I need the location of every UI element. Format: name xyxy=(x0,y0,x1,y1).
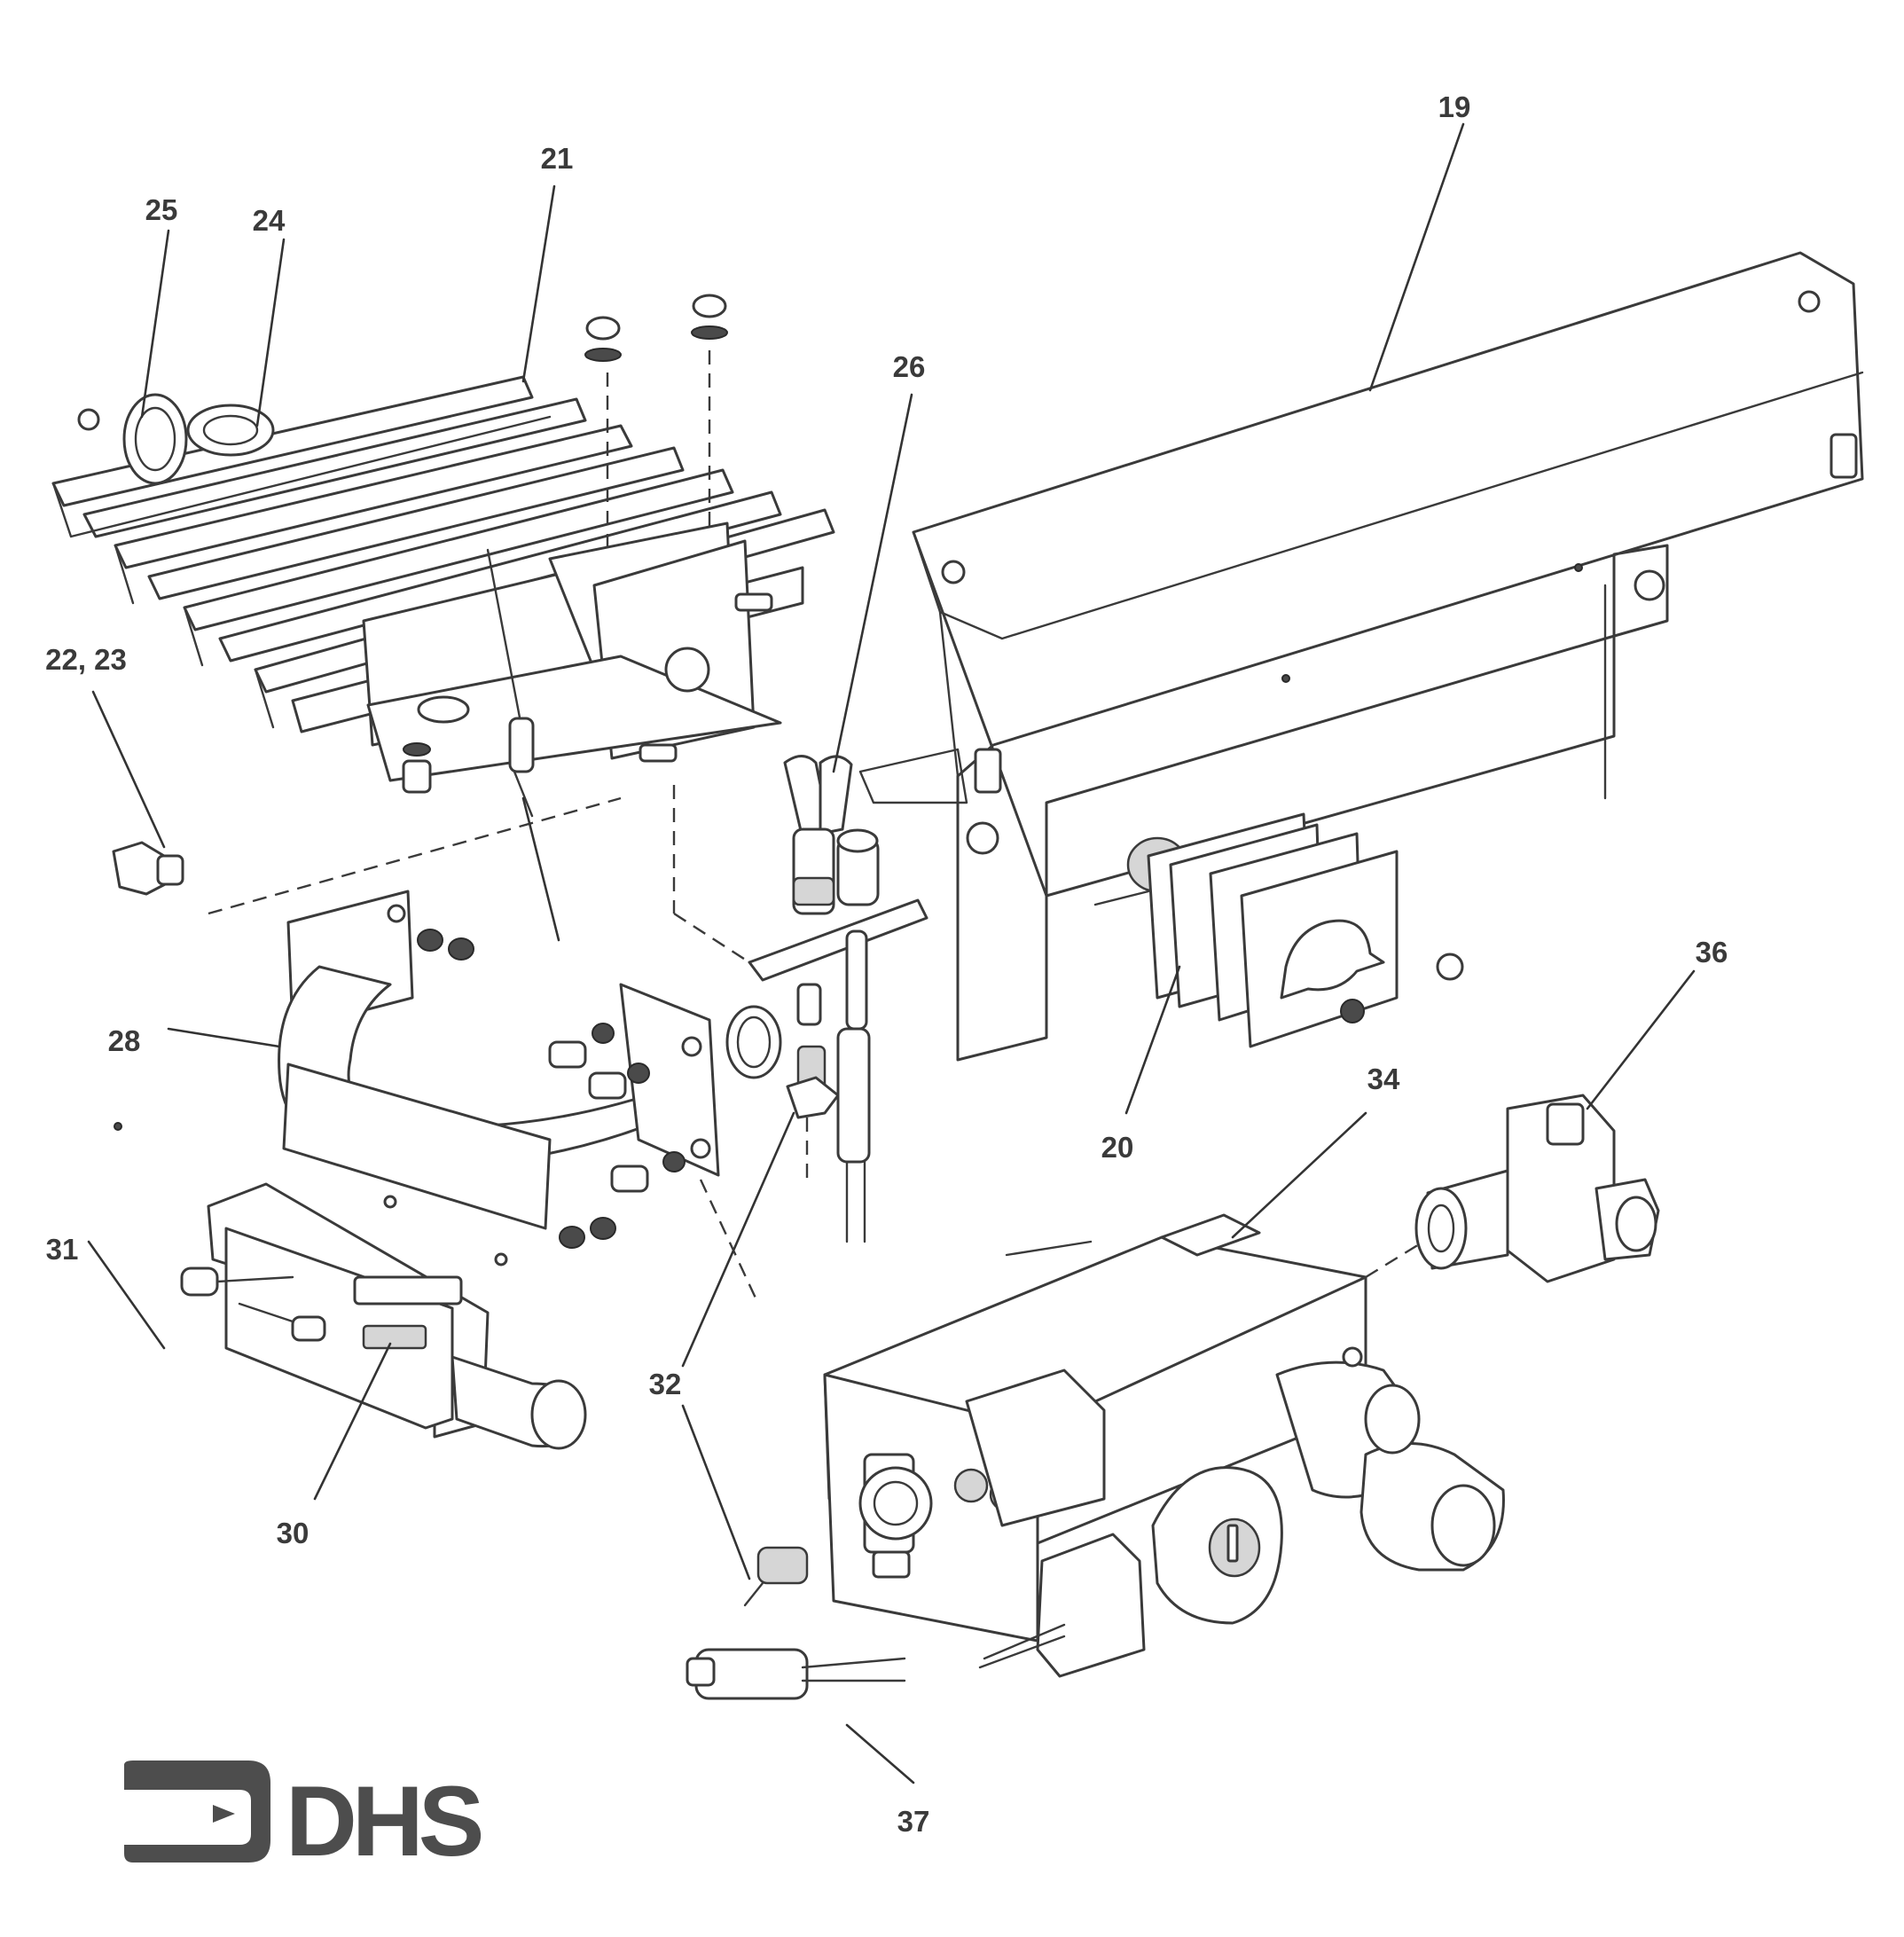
logo-arrow-mark xyxy=(124,1761,270,1862)
burner-fasteners xyxy=(77,294,728,794)
callout-30: 30 xyxy=(277,1517,309,1549)
part-22-23-injector xyxy=(112,796,622,915)
callout-19: 19 xyxy=(1438,90,1471,123)
thermocouple-leads xyxy=(786,929,871,1243)
logo-arrow-tip xyxy=(213,1805,235,1823)
part-37-plug-cable xyxy=(686,1648,906,1700)
leader-lines xyxy=(87,122,1696,1784)
part-24-25-rings xyxy=(122,393,275,485)
o-ring xyxy=(725,1005,782,1079)
burner-electrode xyxy=(486,548,535,818)
callout-32-upper: 32 xyxy=(649,1368,682,1400)
part-32-spring-lead xyxy=(743,1546,809,1607)
callout-31: 31 xyxy=(46,1233,79,1266)
dhs-logo: DHS xyxy=(124,1761,487,1877)
stray-dot xyxy=(114,1122,122,1131)
part-28-manifold-pipe xyxy=(278,890,760,1305)
part-34-gas-valve xyxy=(823,1213,1505,1678)
callout-34: 34 xyxy=(1367,1063,1400,1095)
callout-21: 21 xyxy=(541,142,574,175)
logo-text: DHS xyxy=(286,1766,482,1877)
part-36-valve-fitting xyxy=(1365,1094,1660,1283)
callout-25: 25 xyxy=(145,193,178,226)
part-20-gasket-plates xyxy=(1093,812,1464,1048)
callout-36: 36 xyxy=(1696,936,1728,968)
part-30-pilot-bracket xyxy=(180,1182,587,1450)
part-21-burner-assembly xyxy=(51,375,835,782)
callout-37: 37 xyxy=(897,1805,930,1838)
callout-28: 28 xyxy=(108,1024,141,1057)
callout-numbers: 19 20 21 22, 23 24 25 26 28 30 31 32 34 … xyxy=(45,90,1728,1838)
callout-22-23: 22, 23 xyxy=(45,643,127,676)
callout-20: 20 xyxy=(1101,1131,1134,1164)
callout-26: 26 xyxy=(893,350,926,383)
part-26-ignition-module xyxy=(672,755,928,982)
callout-24: 24 xyxy=(253,204,286,237)
o-ring-inner xyxy=(736,1016,772,1069)
